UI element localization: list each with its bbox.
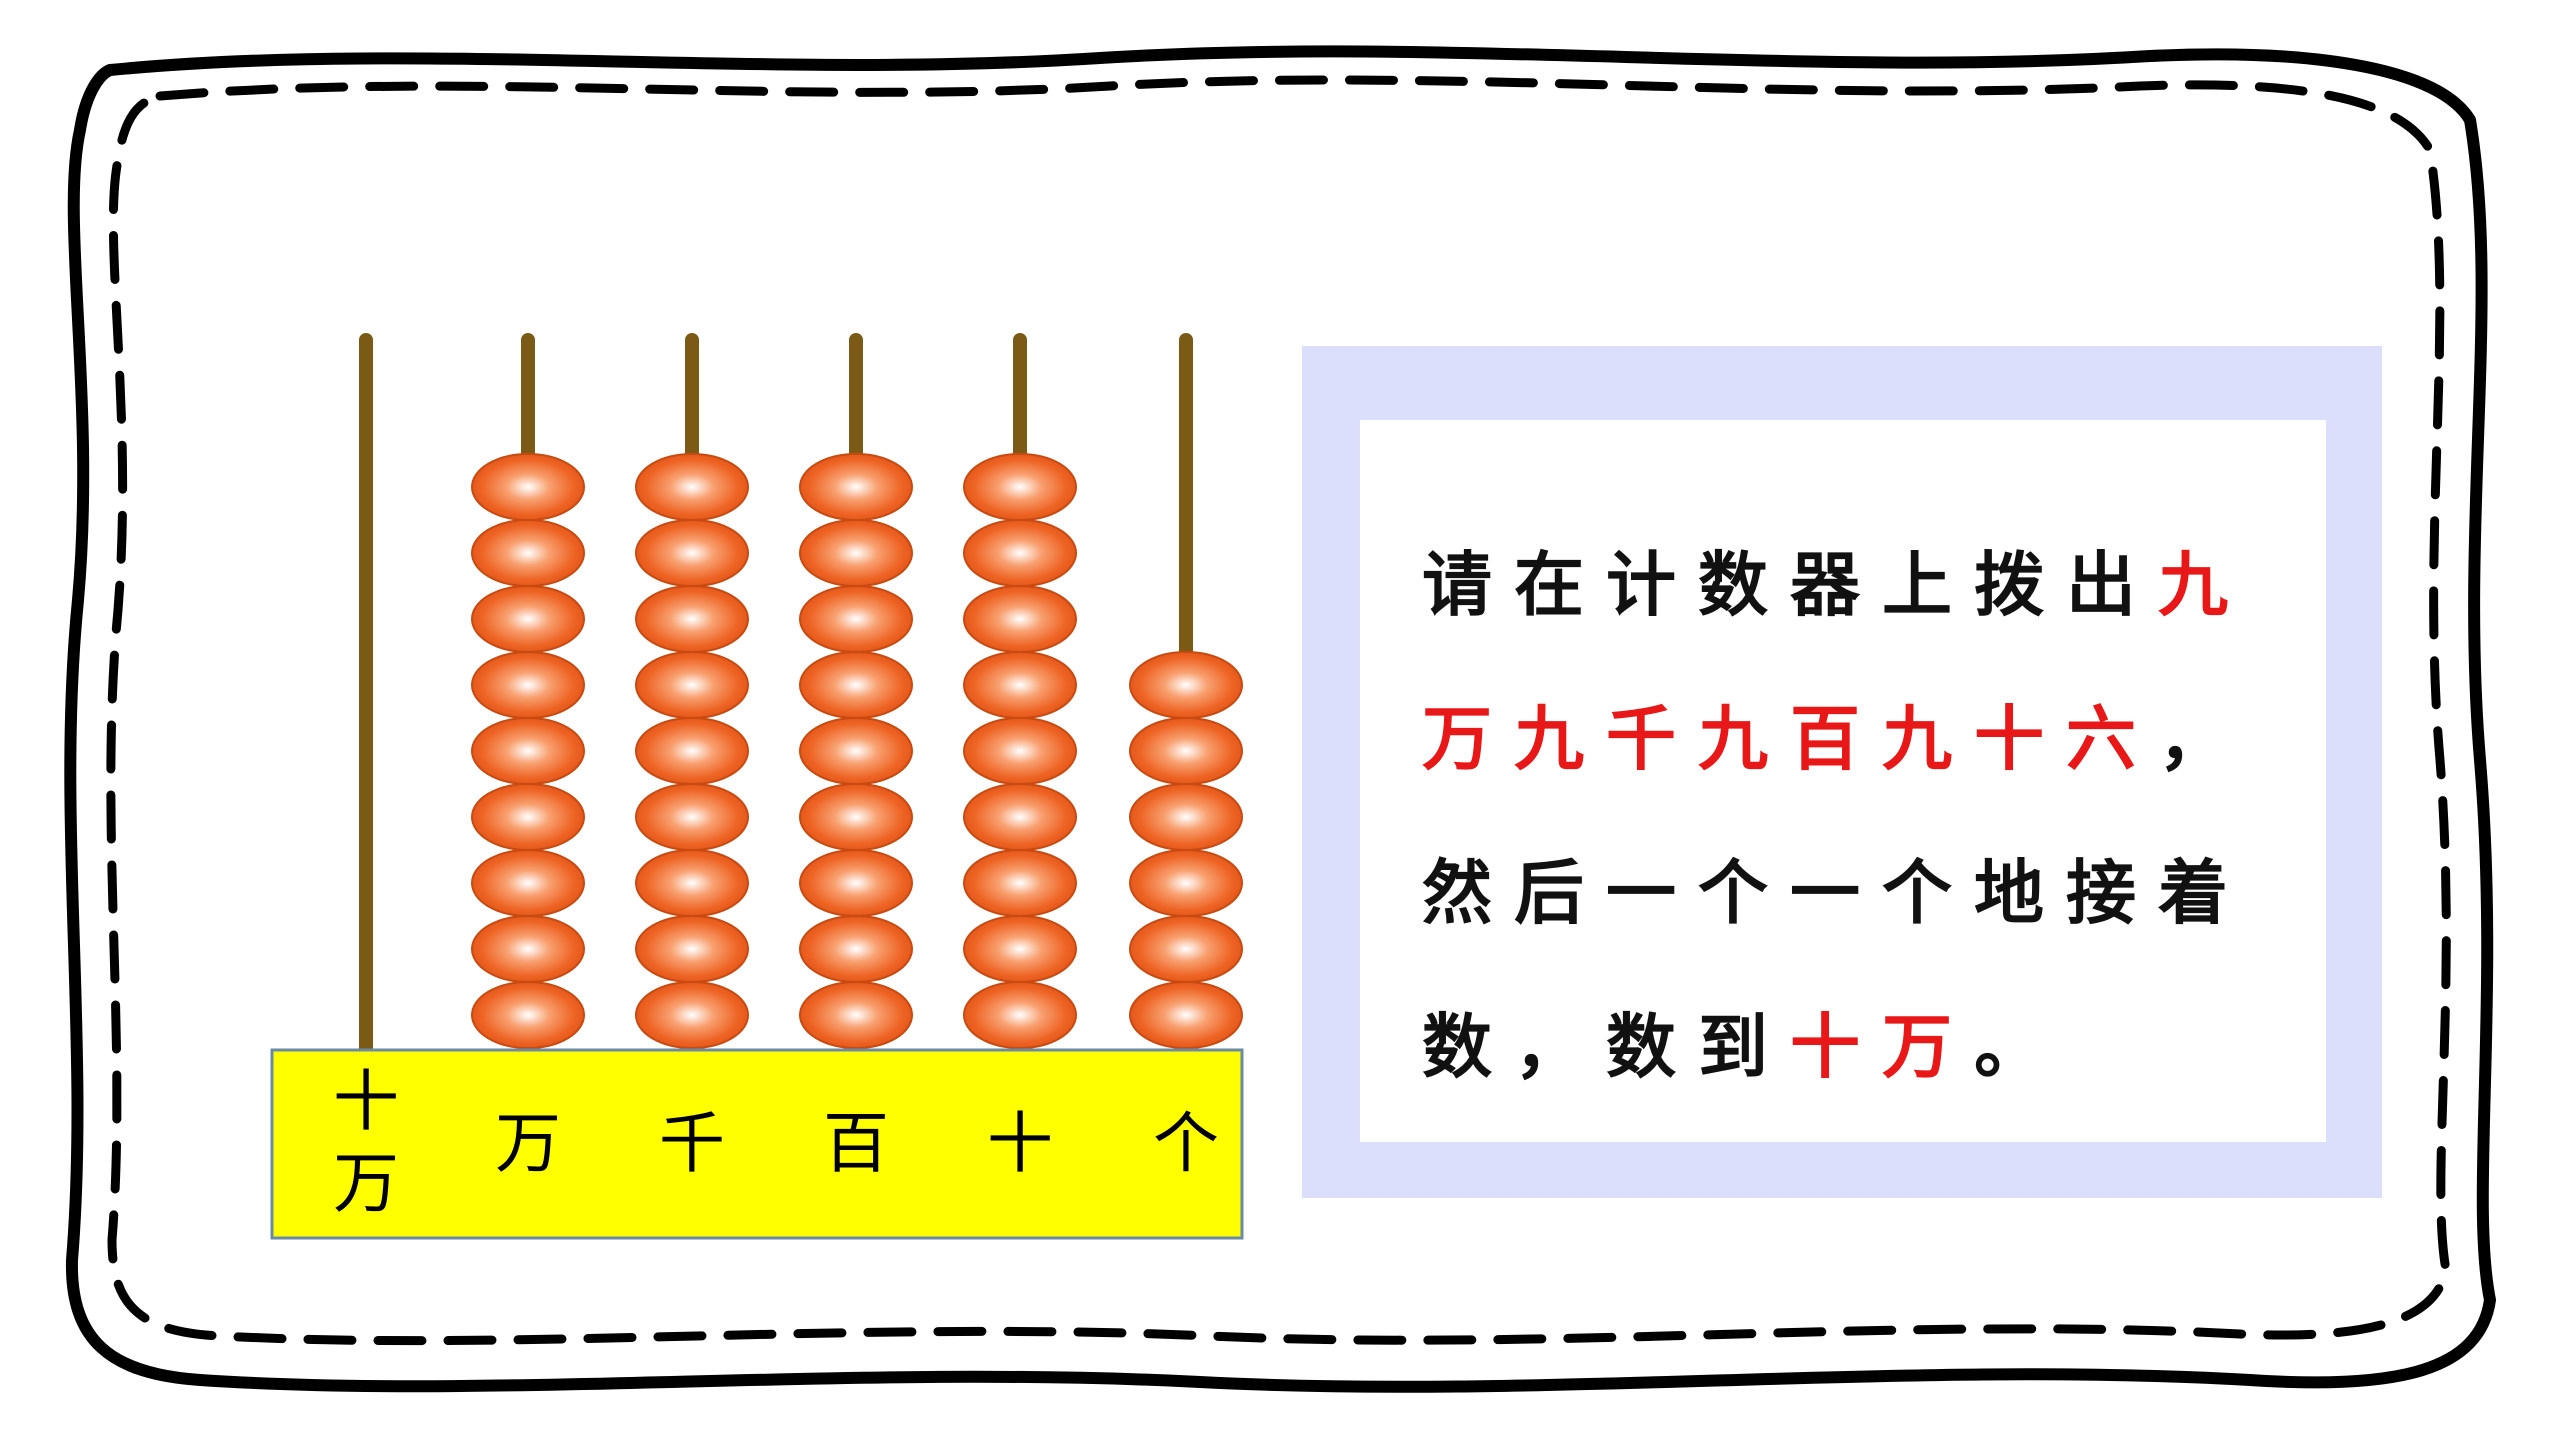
abacus-bead[interactable] xyxy=(799,651,913,719)
abacus-bead[interactable] xyxy=(799,783,913,851)
abacus-bead[interactable] xyxy=(963,849,1077,917)
place-label: 百 xyxy=(823,1105,889,1182)
abacus-base xyxy=(270,1048,1244,1240)
abacus-bead[interactable] xyxy=(963,453,1077,521)
place-label: 个 xyxy=(1153,1105,1219,1182)
abacus-bead[interactable] xyxy=(799,519,913,587)
abacus-beads xyxy=(471,453,1243,1049)
abacus-bead[interactable] xyxy=(635,717,749,785)
instruction-text: 请在计数器上拨出九万九千九百九十六，然后一个一个地接着数，数到十万。 xyxy=(1422,508,2292,1124)
abacus-bead[interactable] xyxy=(635,981,749,1049)
place-label: 千 xyxy=(659,1105,725,1182)
abacus-bead[interactable] xyxy=(963,651,1077,719)
abacus-bead[interactable] xyxy=(471,651,585,719)
instruction-card-inner: 请在计数器上拨出九万九千九百九十六，然后一个一个地接着数，数到十万。 xyxy=(1360,420,2326,1142)
abacus-bead[interactable] xyxy=(1129,717,1243,785)
instruction-part3: 。 xyxy=(1974,1005,2066,1088)
abacus-bead[interactable] xyxy=(471,849,585,917)
abacus-bead[interactable] xyxy=(799,453,913,521)
abacus-bead[interactable] xyxy=(963,585,1077,653)
abacus-bead[interactable] xyxy=(471,915,585,983)
frame-inner-dashes xyxy=(106,75,2451,1346)
abacus-bead[interactable] xyxy=(635,519,749,587)
abacus-bead[interactable] xyxy=(471,519,585,587)
abacus-bead[interactable] xyxy=(471,717,585,785)
abacus-bead[interactable] xyxy=(799,717,913,785)
place-label-char: 十 xyxy=(333,1063,399,1140)
abacus-bead[interactable] xyxy=(635,651,749,719)
abacus-bead[interactable] xyxy=(635,915,749,983)
abacus-bead[interactable] xyxy=(799,915,913,983)
abacus-bead[interactable] xyxy=(635,783,749,851)
abacus-bead[interactable] xyxy=(963,981,1077,1049)
abacus-bead[interactable] xyxy=(799,981,913,1049)
abacus-bead[interactable] xyxy=(635,585,749,653)
abacus-bead[interactable] xyxy=(471,783,585,851)
place-value-labels: 十万万千百十个 xyxy=(333,1063,1219,1222)
place-label-char: 万 xyxy=(333,1145,399,1222)
abacus-bead[interactable] xyxy=(1129,915,1243,983)
abacus-bead[interactable] xyxy=(963,783,1077,851)
instruction-part1: 请在计数器上拨出 xyxy=(1422,543,2158,626)
abacus-bead[interactable] xyxy=(799,585,913,653)
abacus-bead[interactable] xyxy=(963,915,1077,983)
abacus-bead[interactable] xyxy=(471,981,585,1049)
place-label: 十 xyxy=(987,1105,1053,1182)
instruction-number-words: 九万九千九百九十六 xyxy=(1422,543,2250,780)
instruction-card: 请在计数器上拨出九万九千九百九十六，然后一个一个地接着数，数到十万。 xyxy=(1302,346,2382,1198)
abacus-bead[interactable] xyxy=(963,519,1077,587)
abacus-bead[interactable] xyxy=(1129,783,1243,851)
instruction-part2: ，然后一个一个地接着数，数到 xyxy=(1422,697,2250,1088)
instruction-target-words: 十万 xyxy=(1790,1005,1974,1088)
frame-outer-border xyxy=(64,45,2496,1393)
abacus-bead[interactable] xyxy=(635,453,749,521)
abacus-bead[interactable] xyxy=(471,453,585,521)
place-label: 万 xyxy=(495,1105,561,1182)
abacus-bead[interactable] xyxy=(799,849,913,917)
abacus-bead[interactable] xyxy=(1129,651,1243,719)
abacus-bead[interactable] xyxy=(963,717,1077,785)
abacus-bead[interactable] xyxy=(635,849,749,917)
abacus-bead[interactable] xyxy=(471,585,585,653)
abacus-bead[interactable] xyxy=(1129,981,1243,1049)
abacus-bead[interactable] xyxy=(1129,849,1243,917)
